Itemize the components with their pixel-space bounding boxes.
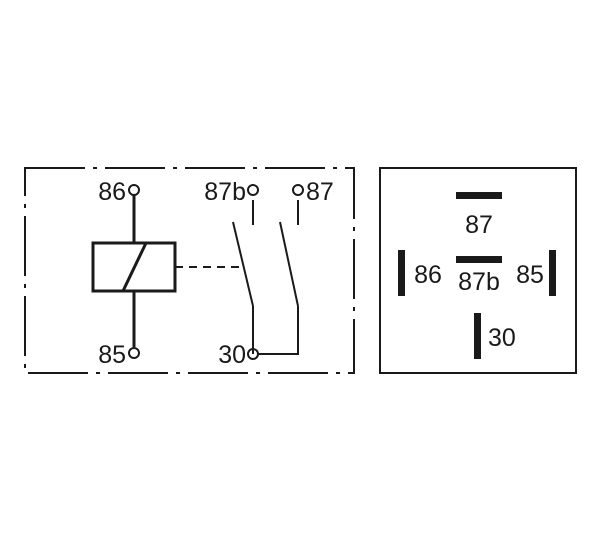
pin-85-blade (549, 250, 556, 296)
label-87: 87 (306, 178, 334, 206)
switch-blade-left (232, 221, 254, 307)
pin-label-87b: 87b (458, 268, 500, 296)
pin-label-87: 87 (465, 211, 493, 239)
label-85: 85 (98, 341, 126, 369)
pinout-frame (379, 167, 577, 374)
relay-pinout: 87 86 87b 85 30 (379, 167, 577, 374)
terminal-85-node (128, 347, 140, 359)
label-87b: 87b (204, 178, 246, 206)
label-30: 30 (218, 341, 246, 369)
pin-label-86: 86 (414, 261, 442, 289)
common-wire-right (258, 306, 299, 355)
switch-blade-right (279, 221, 299, 307)
pin-label-85: 85 (516, 261, 544, 289)
pin-label-30: 30 (488, 324, 516, 352)
coil-diagonal (121, 242, 148, 292)
relay-schematic: 86 85 87b 87 30 (24, 167, 355, 374)
terminal-30-node (247, 348, 259, 360)
schematic-enclosure (24, 167, 355, 374)
terminal-86-node (128, 184, 140, 196)
terminal-87-node (292, 184, 304, 196)
pin-87-blade (456, 192, 502, 199)
pin-30-blade (474, 313, 481, 359)
pin-86-blade (398, 250, 405, 296)
label-86: 86 (98, 178, 126, 206)
pin-87b-blade (456, 256, 502, 263)
terminal-87b-node (247, 184, 259, 196)
